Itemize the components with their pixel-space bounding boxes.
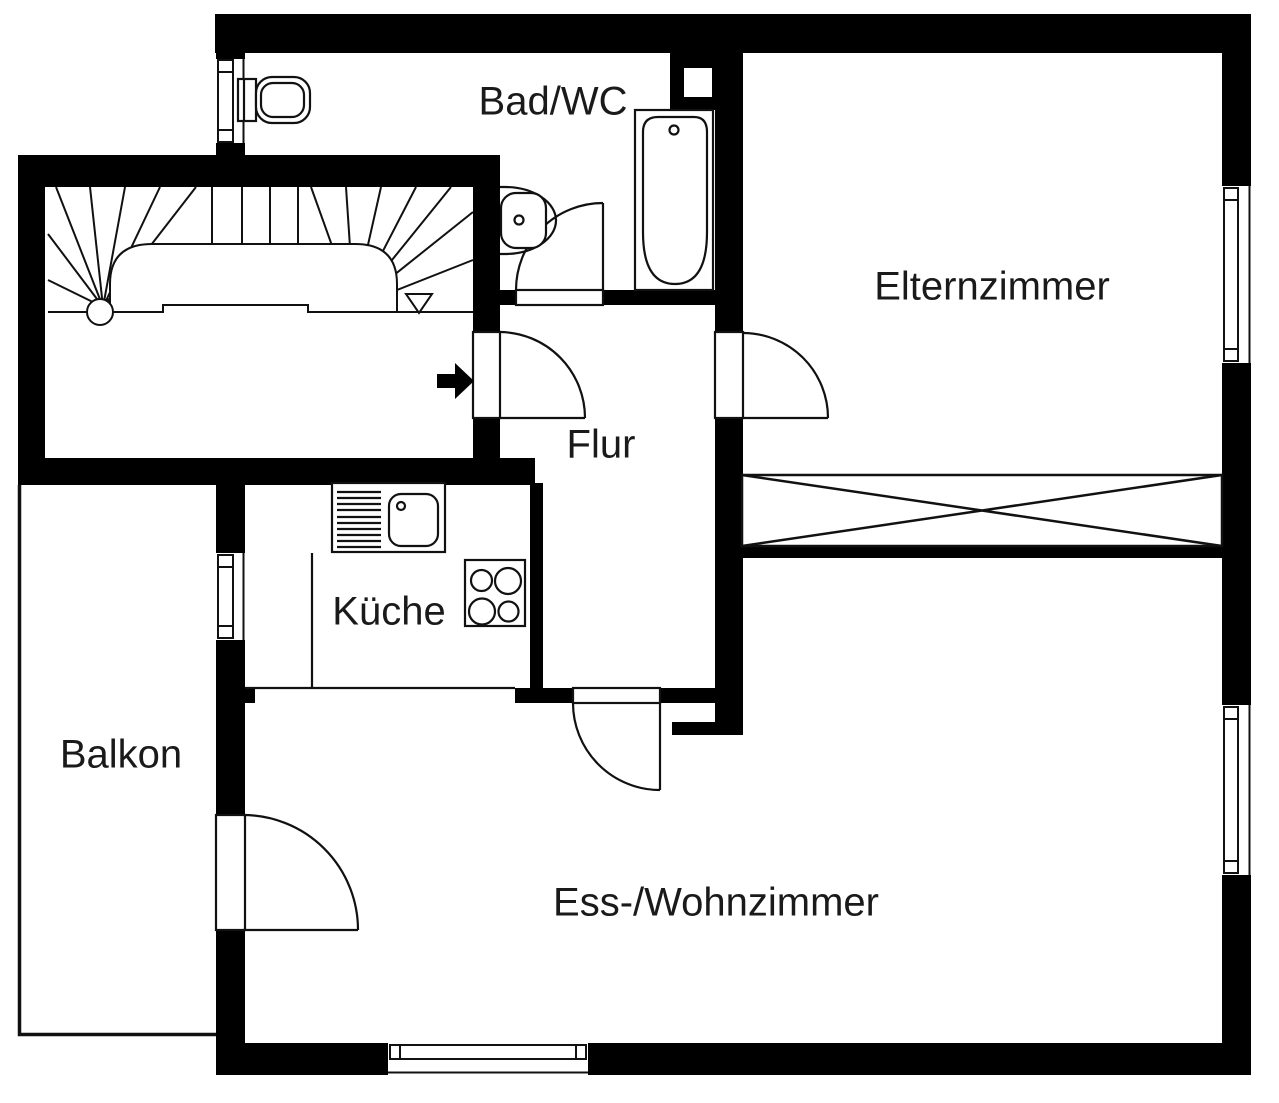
- room-label-balcony: Balkon: [59, 732, 183, 777]
- room-label-hallway: Flur: [566, 422, 636, 467]
- door-entrance: [471, 330, 587, 420]
- window-parents-room: [1222, 186, 1251, 363]
- window-living-room-bottom: [388, 1043, 588, 1075]
- toilet: [236, 75, 312, 125]
- kitchen-counter: [330, 481, 447, 554]
- stove: [463, 558, 527, 628]
- door-parents-room: [713, 330, 830, 420]
- room-label-bathroom: Bad/WC: [478, 79, 628, 124]
- balcony-railing: [17, 485, 216, 1037]
- bathtub: [633, 108, 715, 292]
- kitchen-boundary-lines: [245, 553, 515, 690]
- room-label-parents-room: Elternzimmer: [874, 264, 1110, 309]
- kitchen-sink: [387, 492, 440, 548]
- door-living-room: [571, 686, 662, 792]
- entrance-arrow: [437, 363, 474, 399]
- windows: [216, 59, 1251, 1075]
- doors: [214, 201, 830, 932]
- staircase: [47, 186, 474, 326]
- shaft-crossed-box: [740, 473, 1224, 548]
- room-label-living-dining: Ess-/Wohnzimmer: [553, 880, 879, 925]
- drainboard: [337, 490, 381, 549]
- walls: [18, 14, 1251, 1075]
- door-balcony: [214, 813, 360, 932]
- washbasin: [499, 185, 558, 256]
- window-kitchen: [216, 553, 245, 640]
- window-living-room-right: [1222, 705, 1251, 875]
- room-label-kitchen: Küche: [332, 589, 446, 634]
- window-nook: [216, 59, 245, 143]
